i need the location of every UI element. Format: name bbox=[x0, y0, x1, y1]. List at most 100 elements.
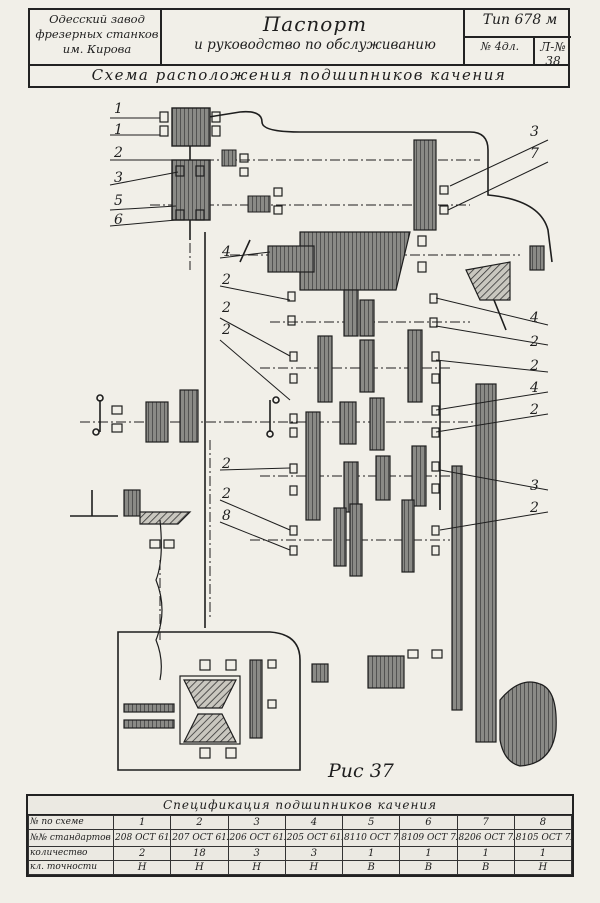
document-number: № 4дл. bbox=[480, 40, 520, 53]
gear-blocks bbox=[123, 139, 557, 767]
divider bbox=[533, 36, 535, 64]
callout-number: 5 bbox=[114, 193, 123, 209]
callout-number: 3 bbox=[530, 478, 539, 494]
manual-subtitle: и руководство по обслуживанию bbox=[194, 37, 436, 53]
factory-name: Одесский завод фрезерных станков им. Кир… bbox=[34, 12, 160, 57]
callout-number: 7 bbox=[530, 146, 539, 162]
table-cell: 2 bbox=[112, 846, 172, 861]
callout-number: 2 bbox=[222, 486, 231, 502]
table-cell: Н bbox=[227, 860, 286, 875]
bearing-standard: ОСТ 7219 bbox=[541, 832, 571, 843]
table-cell: 3 bbox=[227, 815, 286, 830]
title-block: Одесский завод фрезерных станков им. Кир… bbox=[28, 8, 571, 88]
callout-number: 2 bbox=[222, 272, 231, 288]
callout-number: 6 bbox=[114, 212, 123, 228]
table-cell: 207 ОСТ 6121 bbox=[170, 829, 229, 847]
bearing-number: 208 bbox=[115, 832, 133, 843]
table-row: количество 2 18 3 3 1 1 1 1 bbox=[28, 846, 573, 861]
table-cell: Н bbox=[513, 860, 573, 875]
factory-line: фрезерных станков bbox=[35, 27, 159, 41]
table-cell: 4 bbox=[284, 815, 344, 830]
callout-number: 2 bbox=[222, 300, 231, 316]
callout-number: 2 bbox=[222, 456, 231, 472]
bearing-standard: ОСТ 7219 bbox=[369, 832, 399, 843]
callout-number: 3 bbox=[530, 124, 539, 140]
callout-number: 2 bbox=[222, 322, 231, 338]
table-cell: 3 bbox=[284, 846, 344, 861]
sheet-number: Л-№ 38 bbox=[540, 40, 566, 68]
factory-line: Одесский завод bbox=[49, 12, 145, 26]
bearing-symbols bbox=[111, 111, 449, 759]
table-cell: В bbox=[399, 860, 458, 875]
bearing-standard: ОСТ 6121 bbox=[249, 832, 285, 843]
bearing-standard: ОСТ 6121 bbox=[192, 832, 227, 843]
divider bbox=[30, 64, 568, 66]
bearing-number: 207 bbox=[172, 832, 190, 843]
callout-number: 2 bbox=[530, 500, 539, 516]
bearing-number: 206 bbox=[229, 832, 247, 843]
table-cell: 1 bbox=[341, 846, 401, 861]
divider bbox=[463, 10, 465, 64]
table-cell: 208 ОСТ 6121 bbox=[112, 829, 172, 847]
scheme-title: Схема расположения подшипников качения bbox=[91, 66, 507, 84]
callout-number: 1 bbox=[114, 122, 123, 138]
bearing-standard: ОСТ 6121 bbox=[135, 832, 170, 843]
row-header: № по схеме bbox=[28, 815, 114, 830]
table-cell: 8110 ОСТ 7219 bbox=[341, 829, 401, 847]
table-cell: В bbox=[341, 860, 401, 875]
table-row: кл. точности Н Н Н Н В В В Н bbox=[28, 860, 573, 875]
table-row: №№ стандартов 208 ОСТ 6121 207 ОСТ 6121 … bbox=[28, 829, 573, 847]
callout-number: 2 bbox=[114, 145, 123, 161]
factory-line: им. Кирова bbox=[62, 42, 132, 56]
bearing-number: 8206 bbox=[458, 832, 482, 843]
bearing-number: 205 bbox=[286, 832, 304, 843]
table-cell: 206 ОСТ 6121 bbox=[227, 829, 286, 847]
machine-type: Тип 678 м bbox=[482, 12, 558, 28]
passport-title: Паспорт bbox=[262, 12, 368, 36]
table-cell: 2 bbox=[170, 815, 229, 830]
table-cell: 1 bbox=[112, 815, 172, 830]
table-cell: Н bbox=[170, 860, 229, 875]
callout-number: 1 bbox=[114, 101, 123, 117]
table-cell: 3 bbox=[227, 846, 286, 861]
table-cell: 8206 ОСТ 7219 bbox=[456, 829, 515, 847]
leader-lines bbox=[109, 117, 549, 551]
callout-number: 4 bbox=[530, 310, 539, 326]
table-cell: 8 bbox=[513, 815, 573, 830]
row-header: количество bbox=[28, 846, 114, 861]
callout-number: 2 bbox=[530, 402, 539, 418]
callout-number: 4 bbox=[222, 244, 231, 260]
table-cell: 5 bbox=[341, 815, 401, 830]
callout-number: 8 bbox=[222, 508, 231, 524]
bearing-standard: ОСТ 6121 bbox=[306, 832, 342, 843]
callout-number: 4 bbox=[530, 380, 539, 396]
bearing-standard: ОСТ 7219 bbox=[427, 832, 456, 843]
row-header: №№ стандартов bbox=[28, 829, 114, 847]
row-header: кл. точности bbox=[28, 860, 114, 875]
bearing-standard: ОСТ 7219 bbox=[484, 832, 514, 843]
bearing-spec-table: Спецификация подшипников качения № по сх… bbox=[26, 794, 574, 877]
table-cell: 8105 ОСТ 7219 bbox=[513, 829, 573, 847]
table-cell: 205 ОСТ 6121 bbox=[284, 829, 344, 847]
table-cell: 18 bbox=[170, 846, 229, 861]
bearing-number: 8109 bbox=[401, 832, 425, 843]
figure-label: Рис 37 bbox=[328, 760, 394, 782]
table-cell: 8109 ОСТ 7219 bbox=[399, 829, 458, 847]
table-cell: 7 bbox=[456, 815, 515, 830]
table-cell: 1 bbox=[399, 846, 458, 861]
spindle-head bbox=[171, 107, 271, 221]
table-row: № по схеме 1 2 3 4 5 6 7 8 bbox=[28, 815, 573, 830]
table-cell: В bbox=[456, 860, 515, 875]
table-cell: 1 bbox=[456, 846, 515, 861]
table-cell: 6 bbox=[399, 815, 458, 830]
callout-number: 2 bbox=[530, 358, 539, 374]
divider bbox=[465, 36, 571, 38]
bearing-scheme-drawing bbox=[70, 107, 557, 771]
document-title: Паспорт и руководство по обслуживанию bbox=[166, 12, 464, 54]
handwheels bbox=[70, 239, 507, 681]
bearing-number: 8105 bbox=[515, 832, 539, 843]
divider bbox=[160, 10, 162, 64]
table-cell: Н bbox=[112, 860, 172, 875]
callout-number: 2 bbox=[530, 334, 539, 350]
